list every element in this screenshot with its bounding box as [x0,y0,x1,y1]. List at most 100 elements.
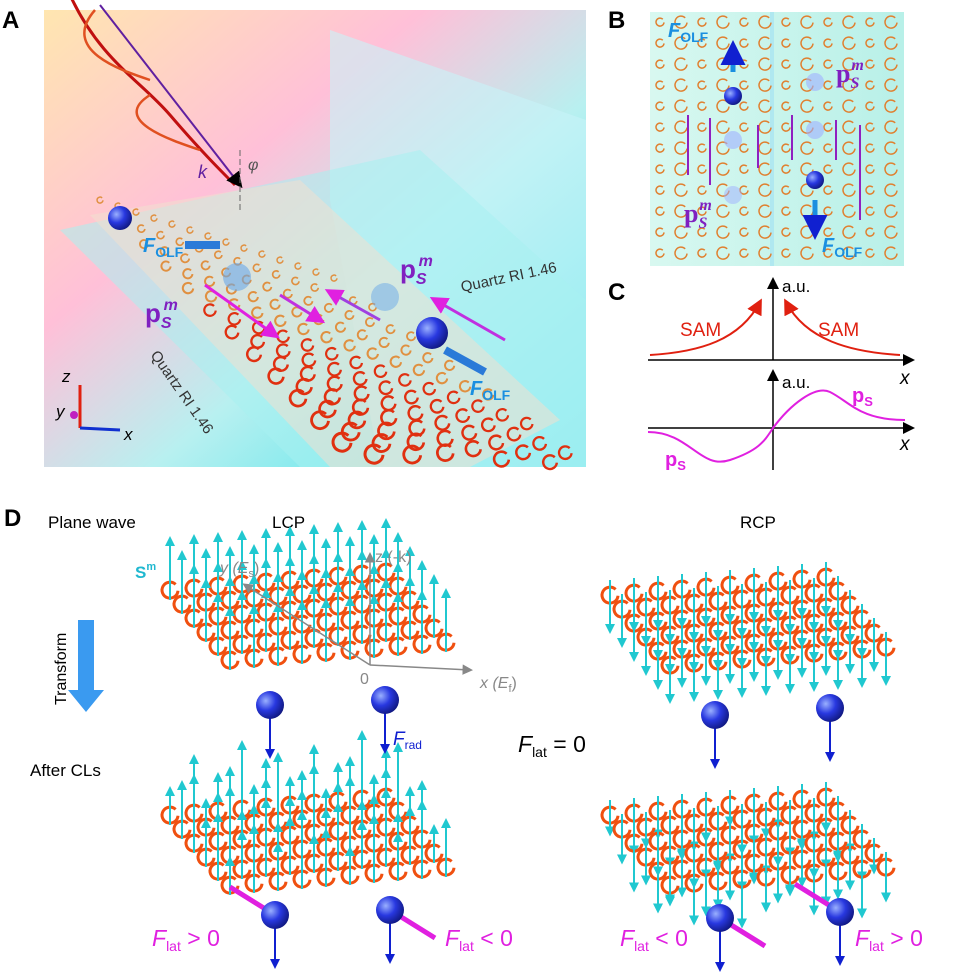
split-ring [435,371,449,385]
split-ring [330,274,338,282]
split-ring [250,334,266,349]
split-ring [674,78,688,92]
split-ring [400,344,412,356]
split-ring [373,364,388,378]
split-ring [204,275,216,287]
split-ring [275,343,291,359]
split-ring-array [96,196,573,471]
split-ring [297,322,310,336]
y-axis [242,583,371,666]
split-ring [823,206,833,216]
split-ring [464,440,482,458]
split-ring [823,143,833,153]
split-ring [136,224,146,233]
split-ring [823,59,833,69]
split-ring [865,164,875,174]
split-ring [758,141,772,155]
spin-arrows [687,115,861,220]
split-ring [758,204,772,218]
f-lat-positive-label: Flat > 0 [152,925,220,954]
particle [826,898,854,926]
split-ring [865,185,875,195]
after-cls-label: After CLs [30,761,101,780]
split-ring [781,164,791,174]
split-ring [180,253,191,264]
split-ring [884,15,898,29]
x-axis-arrow [79,426,121,432]
split-ring [446,390,461,405]
split-ring [655,227,665,237]
split-ring [842,99,856,113]
split-ring [865,227,875,237]
ps-m-label: pSm [400,253,433,288]
particle [806,73,824,91]
split-ring [758,246,772,260]
split-ring [884,204,898,218]
split-ring [884,120,898,134]
split-ring [674,141,688,155]
split-ring [800,246,814,260]
split-ring [181,281,195,295]
split-ring [739,227,749,237]
split-ring [674,99,688,113]
split-ring [739,101,749,111]
split-ring [301,352,317,368]
split-ring [406,432,426,452]
f-olf-label: FOLF [143,235,184,260]
split-ring [842,246,856,260]
split-ring [842,120,856,134]
split-ring [269,298,281,310]
split-ring [781,122,791,132]
split-ring [655,80,665,90]
split-ring [884,246,898,260]
split-ring [204,232,212,240]
split-ring [800,141,814,155]
split-ring [697,17,707,27]
split-ring [739,122,749,132]
split-ring [429,398,445,414]
split-ring [312,268,320,276]
split-ring [331,431,353,453]
f-lat-negative-label: Flat < 0 [445,925,513,954]
split-ring [781,59,791,69]
split-ring [160,260,172,272]
ps-curve [647,389,906,463]
split-ring [823,122,833,132]
origin-label: 0 [360,671,369,688]
split-ring [800,36,814,50]
split-ring [351,398,370,416]
split-ring [299,365,316,382]
plane-wave-label: Plane wave [48,513,136,532]
sam-label-right: SAM [818,320,859,341]
split-ring [800,99,814,113]
split-ring [739,80,749,90]
split-ring [246,346,263,363]
au-label: a.u. [782,373,810,392]
split-ring [655,59,665,69]
split-ring [865,143,875,153]
split-ring [385,324,396,335]
split-ring [823,101,833,111]
split-ring [139,239,149,250]
split-ring [865,80,875,90]
split-ring [697,122,707,132]
spin-arrow [324,289,381,322]
split-ring [655,248,665,258]
f-olf-label: FOLF [470,378,511,403]
split-ring [655,122,665,132]
sam-curve-right [784,298,901,356]
split-ring [758,225,772,239]
split-ring [203,303,217,317]
split-ring [884,36,898,50]
y-axis-dot [70,411,78,419]
metasurface-strip [90,180,560,467]
split-ring [444,359,456,371]
split-ring [434,414,451,431]
split-ring [739,248,749,258]
split-ring [156,230,165,240]
split-ring [842,57,856,71]
split-ring [240,244,248,252]
x-label-bottom: x [899,434,911,455]
split-ring [674,183,688,197]
